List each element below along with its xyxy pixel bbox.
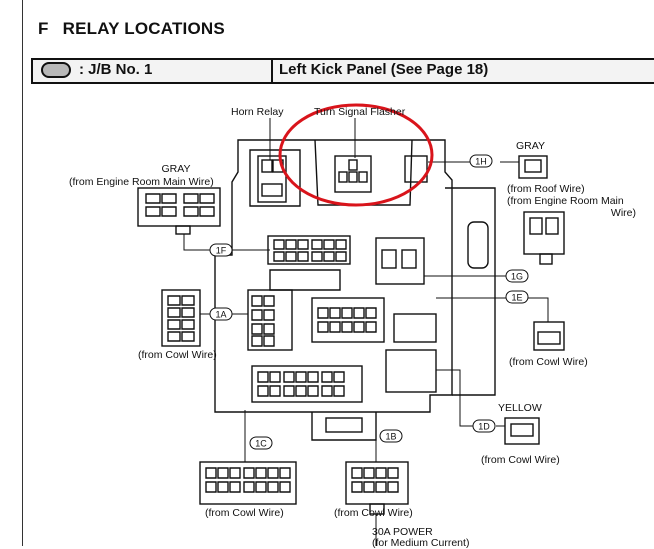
label-cowl-bottom-center: (from Cowl Wire): [334, 507, 413, 519]
label-cowl-left: (from Cowl Wire): [138, 349, 217, 361]
connector-1c: [199, 461, 297, 505]
junction-block-body: [214, 139, 453, 413]
junction-block-text: : J/B No. 1: [79, 61, 153, 78]
connector-center: [311, 297, 385, 343]
horn-relay: [257, 155, 287, 203]
label-engine-room-right-2: Wire): [610, 207, 636, 219]
label-gray-right: GRAY: [516, 140, 545, 152]
svg-text:1D: 1D: [478, 422, 490, 432]
section-title: F RELAY LOCATIONS: [38, 19, 225, 39]
header-bar: : J/B No. 1 Left Kick Panel (See Page 18…: [31, 58, 654, 84]
badge-1f: 1F: [209, 243, 233, 257]
connector-code-badges: 1H 1F 1A 1G 1E 1C 1B 1D: [209, 154, 529, 450]
junction-block-icon: [41, 61, 71, 78]
location-text: Left Kick Panel (See Page 18): [279, 61, 489, 78]
label-roof-wire: (from Roof Wire): [507, 183, 585, 195]
label-power-30a: 30A POWER: [372, 526, 433, 538]
connector-bottom-block: [251, 365, 363, 403]
label-engine-room-right-1: (from Engine Room Main: [507, 195, 624, 207]
badge-1d: 1D: [472, 419, 496, 433]
svg-text:1F: 1F: [216, 246, 227, 256]
badge-1b: 1B: [379, 429, 403, 443]
section-letter: F: [38, 19, 49, 38]
label-gray-left: GRAY: [161, 163, 191, 175]
label-medium-current: (for Medium Current): [372, 537, 470, 549]
label-yellow: YELLOW: [498, 402, 542, 414]
connector-gray-right: [518, 155, 548, 179]
turn-signal-flasher: [334, 155, 372, 193]
svg-text:1C: 1C: [255, 439, 267, 449]
svg-text:1E: 1E: [511, 293, 522, 303]
svg-text:1B: 1B: [385, 432, 396, 442]
junction-block-label: : J/B No. 1: [41, 61, 152, 78]
section-title-text: RELAY LOCATIONS: [62, 19, 225, 38]
header-divider: [271, 60, 273, 82]
badge-1h: 1H: [469, 154, 493, 168]
label-horn-relay: Horn Relay: [231, 106, 284, 118]
label-turn-signal-flasher: Turn Signal Flasher: [314, 106, 406, 118]
svg-text:1A: 1A: [215, 310, 226, 320]
badge-1e: 1E: [505, 290, 529, 304]
label-engine-room-left: (from Engine Room Main Wire): [69, 176, 214, 188]
label-cowl-yellow: (from Cowl Wire): [481, 454, 560, 466]
connector-yellow: [504, 417, 540, 445]
highlight-ellipse: [278, 103, 434, 207]
label-cowl-right: (from Cowl Wire): [509, 356, 588, 368]
page-left-border: [22, 0, 23, 546]
badge-1g: 1G: [505, 269, 529, 283]
connector-center-left: [247, 289, 293, 351]
svg-text:1G: 1G: [511, 272, 523, 282]
connector-1g: [375, 237, 425, 285]
connector-cowl-right: [533, 321, 565, 351]
badge-1c: 1C: [249, 436, 273, 450]
label-cowl-bottom-left: (from Cowl Wire): [205, 507, 284, 519]
connector-1a: [161, 289, 201, 347]
badge-1a: 1A: [209, 307, 233, 321]
svg-text:1H: 1H: [475, 157, 487, 167]
